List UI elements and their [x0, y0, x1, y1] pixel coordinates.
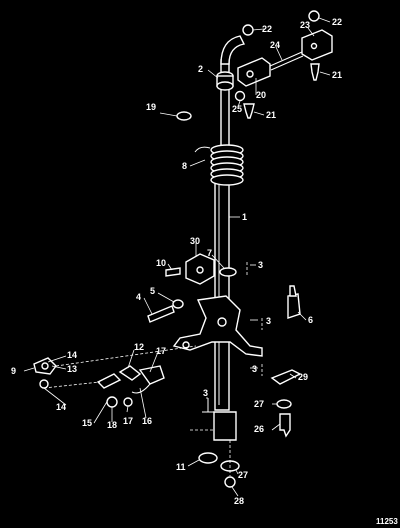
callout-3-bottom: 3 — [203, 388, 208, 398]
clip-19 — [176, 111, 192, 121]
callout-22-top: 22 — [262, 24, 272, 34]
callout-18: 18 — [107, 420, 117, 430]
leader-lines — [23, 17, 331, 497]
fitting-6 — [287, 285, 301, 319]
callouts: 1 2 3 3 3 3 4 5 6 7 8 9 10 11 12 13 14 1… — [11, 17, 342, 506]
screw-middle — [243, 103, 255, 119]
callout-22-right: 22 — [332, 17, 342, 27]
lever-body — [172, 295, 263, 357]
clamp-assembly — [165, 253, 237, 285]
callout-16: 16 — [142, 416, 152, 426]
callout-9: 9 — [11, 366, 16, 376]
callout-27-upper: 27 — [254, 399, 264, 409]
callout-2: 2 — [198, 64, 203, 74]
callout-26: 26 — [254, 424, 264, 434]
shaft-bottom — [190, 411, 237, 441]
callout-27-lower: 27 — [238, 470, 248, 480]
nut-top — [242, 24, 254, 36]
right-lower-parts — [270, 369, 302, 438]
collar — [216, 71, 234, 91]
callout-20: 20 — [256, 90, 266, 100]
callout-8: 8 — [182, 161, 187, 171]
callout-12: 12 — [134, 342, 144, 352]
nut-28 — [224, 476, 236, 488]
callout-23: 23 — [300, 20, 310, 30]
nut-25 — [234, 90, 246, 102]
callout-10: 10 — [156, 258, 166, 268]
bolt-washer — [147, 299, 184, 323]
callout-13: 13 — [67, 364, 77, 374]
top-bracket — [237, 57, 271, 87]
callout-17-upper: 17 — [156, 346, 166, 356]
callout-11: 11 — [176, 462, 186, 472]
callout-25: 25 — [232, 104, 242, 114]
callout-3-upper: 3 — [258, 260, 263, 270]
callout-21-middle: 21 — [266, 110, 276, 120]
assembly-line-left-2 — [43, 381, 101, 389]
spring — [194, 144, 244, 186]
callout-15: 15 — [82, 418, 92, 428]
callout-21-right: 21 — [332, 70, 342, 80]
callout-24: 24 — [270, 40, 280, 50]
callout-5: 5 — [150, 286, 155, 296]
callout-1: 1 — [242, 212, 247, 222]
callout-28: 28 — [234, 496, 244, 506]
bushing-11 — [198, 452, 218, 464]
callout-30: 30 — [190, 236, 200, 246]
assembly-line-left — [55, 345, 197, 367]
screw-right — [310, 63, 320, 81]
clevis-block — [301, 29, 333, 61]
callout-3-middle: 3 — [266, 316, 271, 326]
callout-7: 7 — [207, 248, 212, 258]
figure-reference: 11253 — [376, 517, 398, 526]
callout-4: 4 — [136, 292, 141, 302]
callout-14-lower: 14 — [56, 402, 66, 412]
callout-29: 29 — [298, 372, 308, 382]
callout-19: 19 — [146, 102, 156, 112]
callout-3-lower: 3 — [252, 364, 257, 374]
callout-14-upper: 14 — [67, 350, 77, 360]
nut-top-right — [308, 10, 320, 22]
callout-6: 6 — [308, 315, 313, 325]
threaded-rod — [269, 51, 304, 71]
callout-17-lower: 17 — [123, 416, 133, 426]
